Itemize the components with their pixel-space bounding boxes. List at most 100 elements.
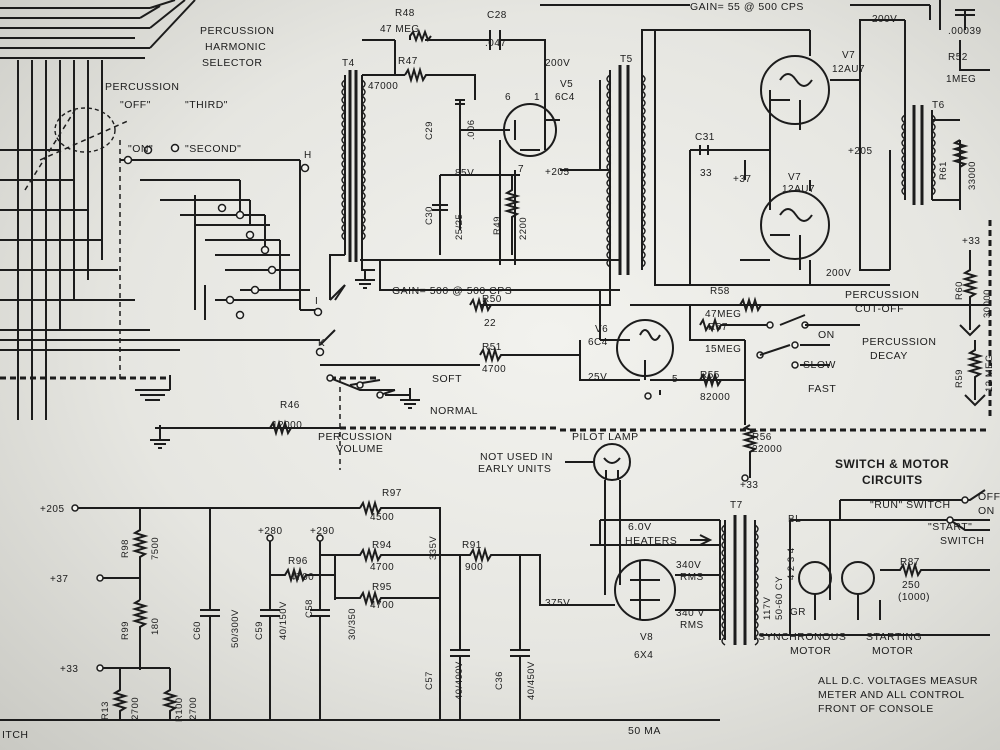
c31-label: C31 (695, 132, 715, 143)
r48-label: R48 (395, 8, 415, 19)
run-switch-label: "RUN" SWITCH (870, 499, 951, 511)
gain-mid-label: GAIN= 500 @ 500 CPS (392, 285, 512, 297)
switch-motor-title-1: SWITCH & MOTOR (835, 457, 949, 471)
r100-value: 2700 (188, 697, 199, 720)
v7b-type: 12AU7 (782, 184, 815, 195)
t5-label: T5 (620, 54, 633, 65)
p33-supply: +33 (60, 664, 78, 675)
v7-stage (689, 19, 906, 285)
perc-cutoff-2: CUT-OFF (855, 303, 904, 315)
r98-label: R98 (120, 539, 131, 558)
r59-value: 12 MEG (984, 354, 995, 392)
gain-top-label: GAIN= 55 @ 500 CPS (690, 1, 804, 13)
v6-type: 6C4 (588, 337, 608, 348)
r95-label: R95 (372, 582, 392, 593)
perc-volume-2: VOLUME (336, 443, 383, 455)
r59-label: R59 (954, 369, 965, 388)
soft-label: SOFT (432, 373, 462, 385)
slow-label: SLOW (803, 359, 836, 371)
r87-label: R87 (900, 557, 920, 568)
v8-label: V8 (640, 632, 653, 643)
rms340-2-rms: RMS (680, 620, 704, 631)
v8-type: 6X4 (634, 650, 653, 661)
perc-harmonic-line1: PERCUSSION (200, 25, 274, 37)
v5-stage (360, 29, 620, 265)
r50-label: R50 (482, 294, 502, 305)
top-rail (540, 4, 931, 20)
perc-decay-2: DECAY (870, 350, 908, 362)
r46-label: R46 (280, 400, 300, 411)
r61-value: 33000 (967, 161, 978, 190)
c29-label: C29 (424, 121, 435, 140)
normal-label: NORMAL (430, 405, 478, 417)
c60-label: C60 (192, 621, 203, 640)
rectifier-v8 (580, 519, 721, 640)
c58-value: 30/350 (347, 608, 358, 640)
c60-value: 50/300V (230, 609, 241, 648)
perc-harmonic-line2: HARMONIC (205, 41, 266, 53)
transformer-t4 (329, 70, 375, 301)
primary-v: 117V (762, 596, 773, 620)
r61-label: R61 (938, 161, 949, 180)
c28-value: .047 (485, 38, 506, 49)
start-label-2: SWITCH (940, 535, 984, 547)
r97-label: R97 (382, 488, 402, 499)
p33-1: +33 (962, 236, 980, 247)
note-line1: ALL D.C. VOLTAGES MEASUR (818, 675, 978, 687)
switch-motor-circuits (760, 489, 990, 636)
r56-value: 22000 (752, 444, 782, 455)
r97-value: 4500 (370, 512, 394, 523)
r51-value: 4700 (482, 364, 506, 375)
off-label-2: OFF (978, 491, 1000, 503)
starting-motor-1: STARTING (866, 631, 922, 643)
second-label: "SECOND" (185, 143, 241, 155)
perc-decay-1: PERCUSSION (862, 336, 936, 348)
c58-label: C58 (304, 599, 315, 618)
p33-2: +33 (740, 480, 758, 491)
rms340-2-v: 340 V (676, 608, 705, 619)
c30-value: 25/25 (454, 214, 465, 240)
v200-1: 200V (545, 58, 570, 69)
c31-value: 33 (700, 168, 712, 179)
r55-value: 82000 (700, 392, 730, 403)
term-k: K (318, 338, 325, 349)
gr-label: GR (790, 607, 806, 618)
r87-value-2: (1000) (898, 592, 930, 603)
c-top-value: .00039 (948, 26, 982, 37)
p290-label: +290 (310, 526, 335, 537)
c36-label: C36 (494, 671, 505, 690)
r60-value: 30000 (982, 289, 993, 318)
r49-label: R49 (492, 216, 503, 235)
r87-value-1: 250 (902, 580, 920, 591)
r46-value: 12000 (272, 420, 302, 431)
p280-label: +280 (258, 526, 283, 537)
v5-label: V5 (560, 79, 573, 90)
right-edge-resistors (939, 0, 992, 420)
term-i: I (315, 296, 318, 307)
p37-1: +37 (733, 174, 751, 185)
on-label: "ON" (128, 143, 153, 155)
p205-2: +205 (848, 146, 873, 157)
starting-motor-2: MOTOR (872, 645, 913, 657)
c59-label: C59 (254, 621, 265, 640)
pin-6: 6 (505, 92, 511, 103)
v6-percussion-stage (579, 296, 990, 482)
r55-label: R55 (700, 370, 720, 381)
ma50-label: 50 MA (628, 725, 661, 737)
r48-value: 47 MEG (380, 24, 420, 35)
v5-type: 6C4 (555, 92, 575, 103)
v375-label: 375V (545, 598, 570, 609)
r98-value: 7500 (150, 537, 161, 560)
r57-value: 15MEG (705, 344, 741, 355)
percussion-volume-section (0, 260, 990, 470)
r99-value: 180 (150, 618, 161, 635)
r95-value: 4700 (370, 600, 394, 611)
v25-label: 25V (588, 372, 607, 383)
r56-label: R56 (752, 432, 772, 443)
r99-label: R99 (120, 621, 131, 640)
v7a-label: V7 (842, 50, 855, 61)
p205-1: +205 (545, 167, 570, 178)
v200-2: 200V (872, 14, 897, 25)
r100-label: R100 (174, 697, 185, 722)
